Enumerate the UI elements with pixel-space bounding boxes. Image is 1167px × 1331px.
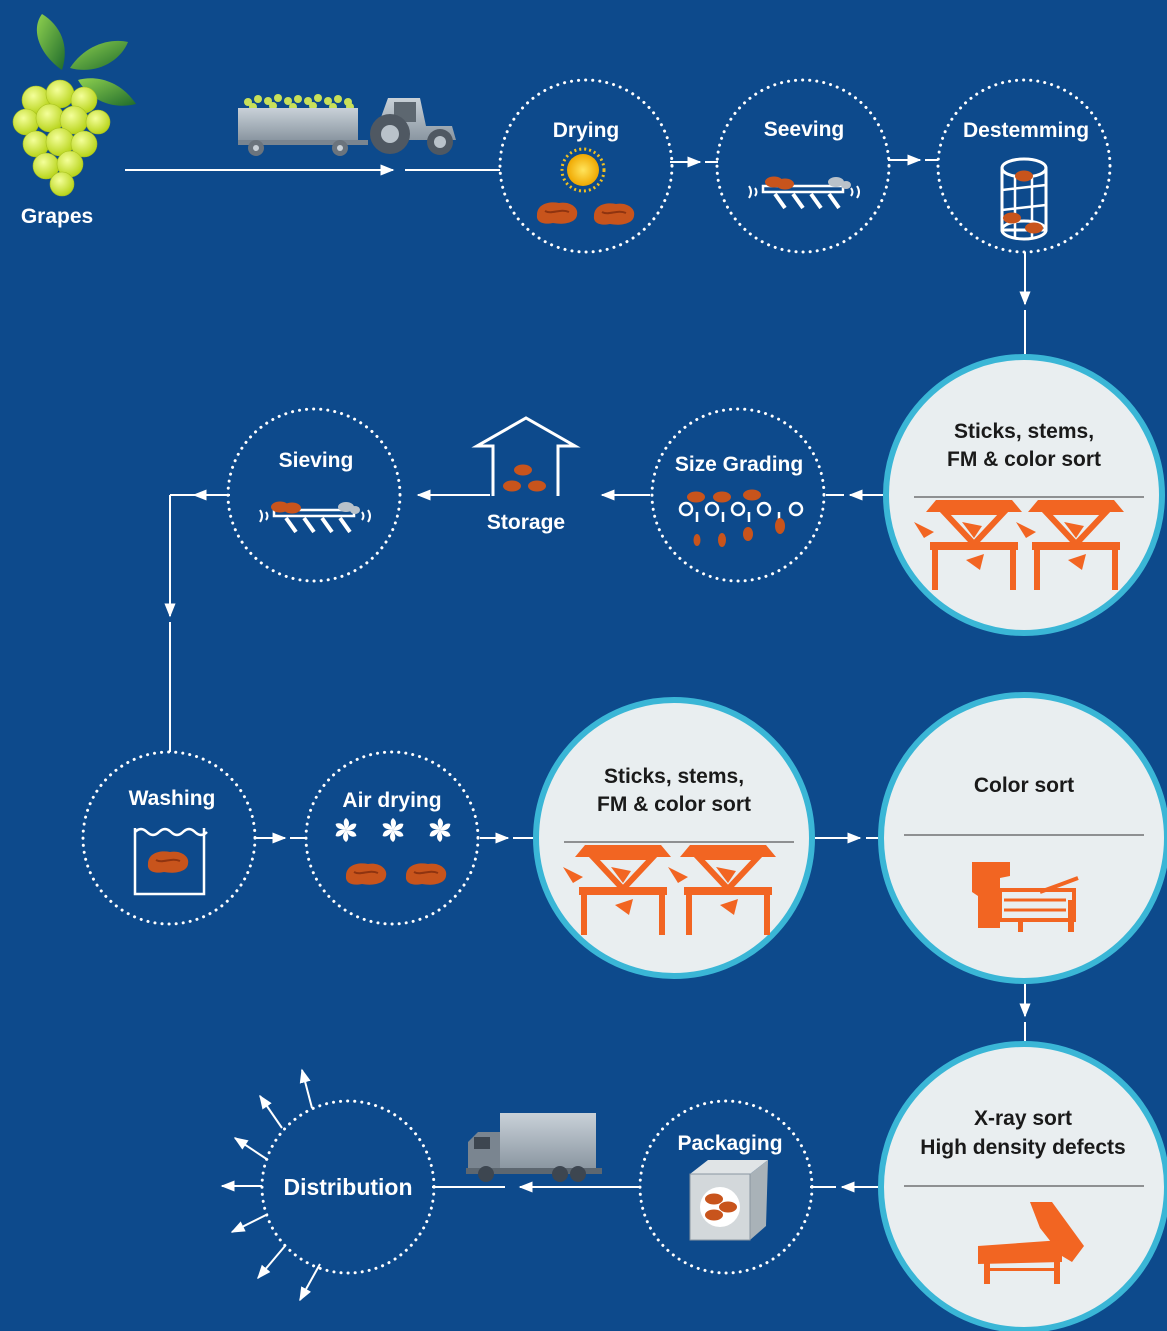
size-grading-label: Size Grading [674,453,804,476]
sieving-label: Sieving [278,449,354,472]
sort-stage-1-title: Sticks, stems, FM & color sort [947,418,1101,475]
distribution-label: Distribution [283,1174,413,1200]
fan-icon [334,818,452,886]
raisins-drying [535,201,636,226]
sun-icon [560,147,606,193]
sieve-icon [258,501,372,534]
seeving-label: Seeving [763,118,845,141]
package-icon [689,1160,768,1241]
warehouse-icon [471,416,581,496]
sort-stage-1-line2: FM & color sort [946,448,1102,472]
connectors [125,154,1031,1302]
size-grader-icon [678,489,804,547]
dotted-stage-circles [81,78,1112,1275]
xray-sorter-icon [978,1202,1084,1284]
destemmer-drum-icon [1000,157,1048,241]
packaging-label: Packaging [677,1132,783,1155]
sort-stage-2-line1: Sticks, stems, [603,765,745,788]
xray-sort-line1: X-ray sort [973,1107,1073,1130]
washing-label: Washing [128,787,216,810]
tractor-icon [238,94,456,156]
sort-stage-2-line2: FM & color sort [596,793,752,817]
sort-stage-2-title: Sticks, stems, FM & color sort [597,763,751,820]
grapes-label: Grapes [20,205,94,228]
color-sorter-icon [972,862,1079,932]
drying-label: Drying [552,119,620,142]
xray-sort-title: X-ray sort High density defects [920,1104,1125,1163]
washing-tank-icon [133,827,208,896]
xray-sort-line2: High density defects [920,1136,1126,1160]
grapes-icon [12,14,136,197]
truck-icon [466,1113,602,1182]
air-drying-label: Air drying [342,789,442,812]
color-sort-title: Color sort [973,774,1075,797]
sieve-icon [747,176,861,210]
storage-label: Storage [486,511,566,534]
machine-stage-circles [533,354,1167,1331]
sort-stage-1-line1: Sticks, stems, [953,420,1095,443]
destemming-label: Destemming [962,119,1090,142]
